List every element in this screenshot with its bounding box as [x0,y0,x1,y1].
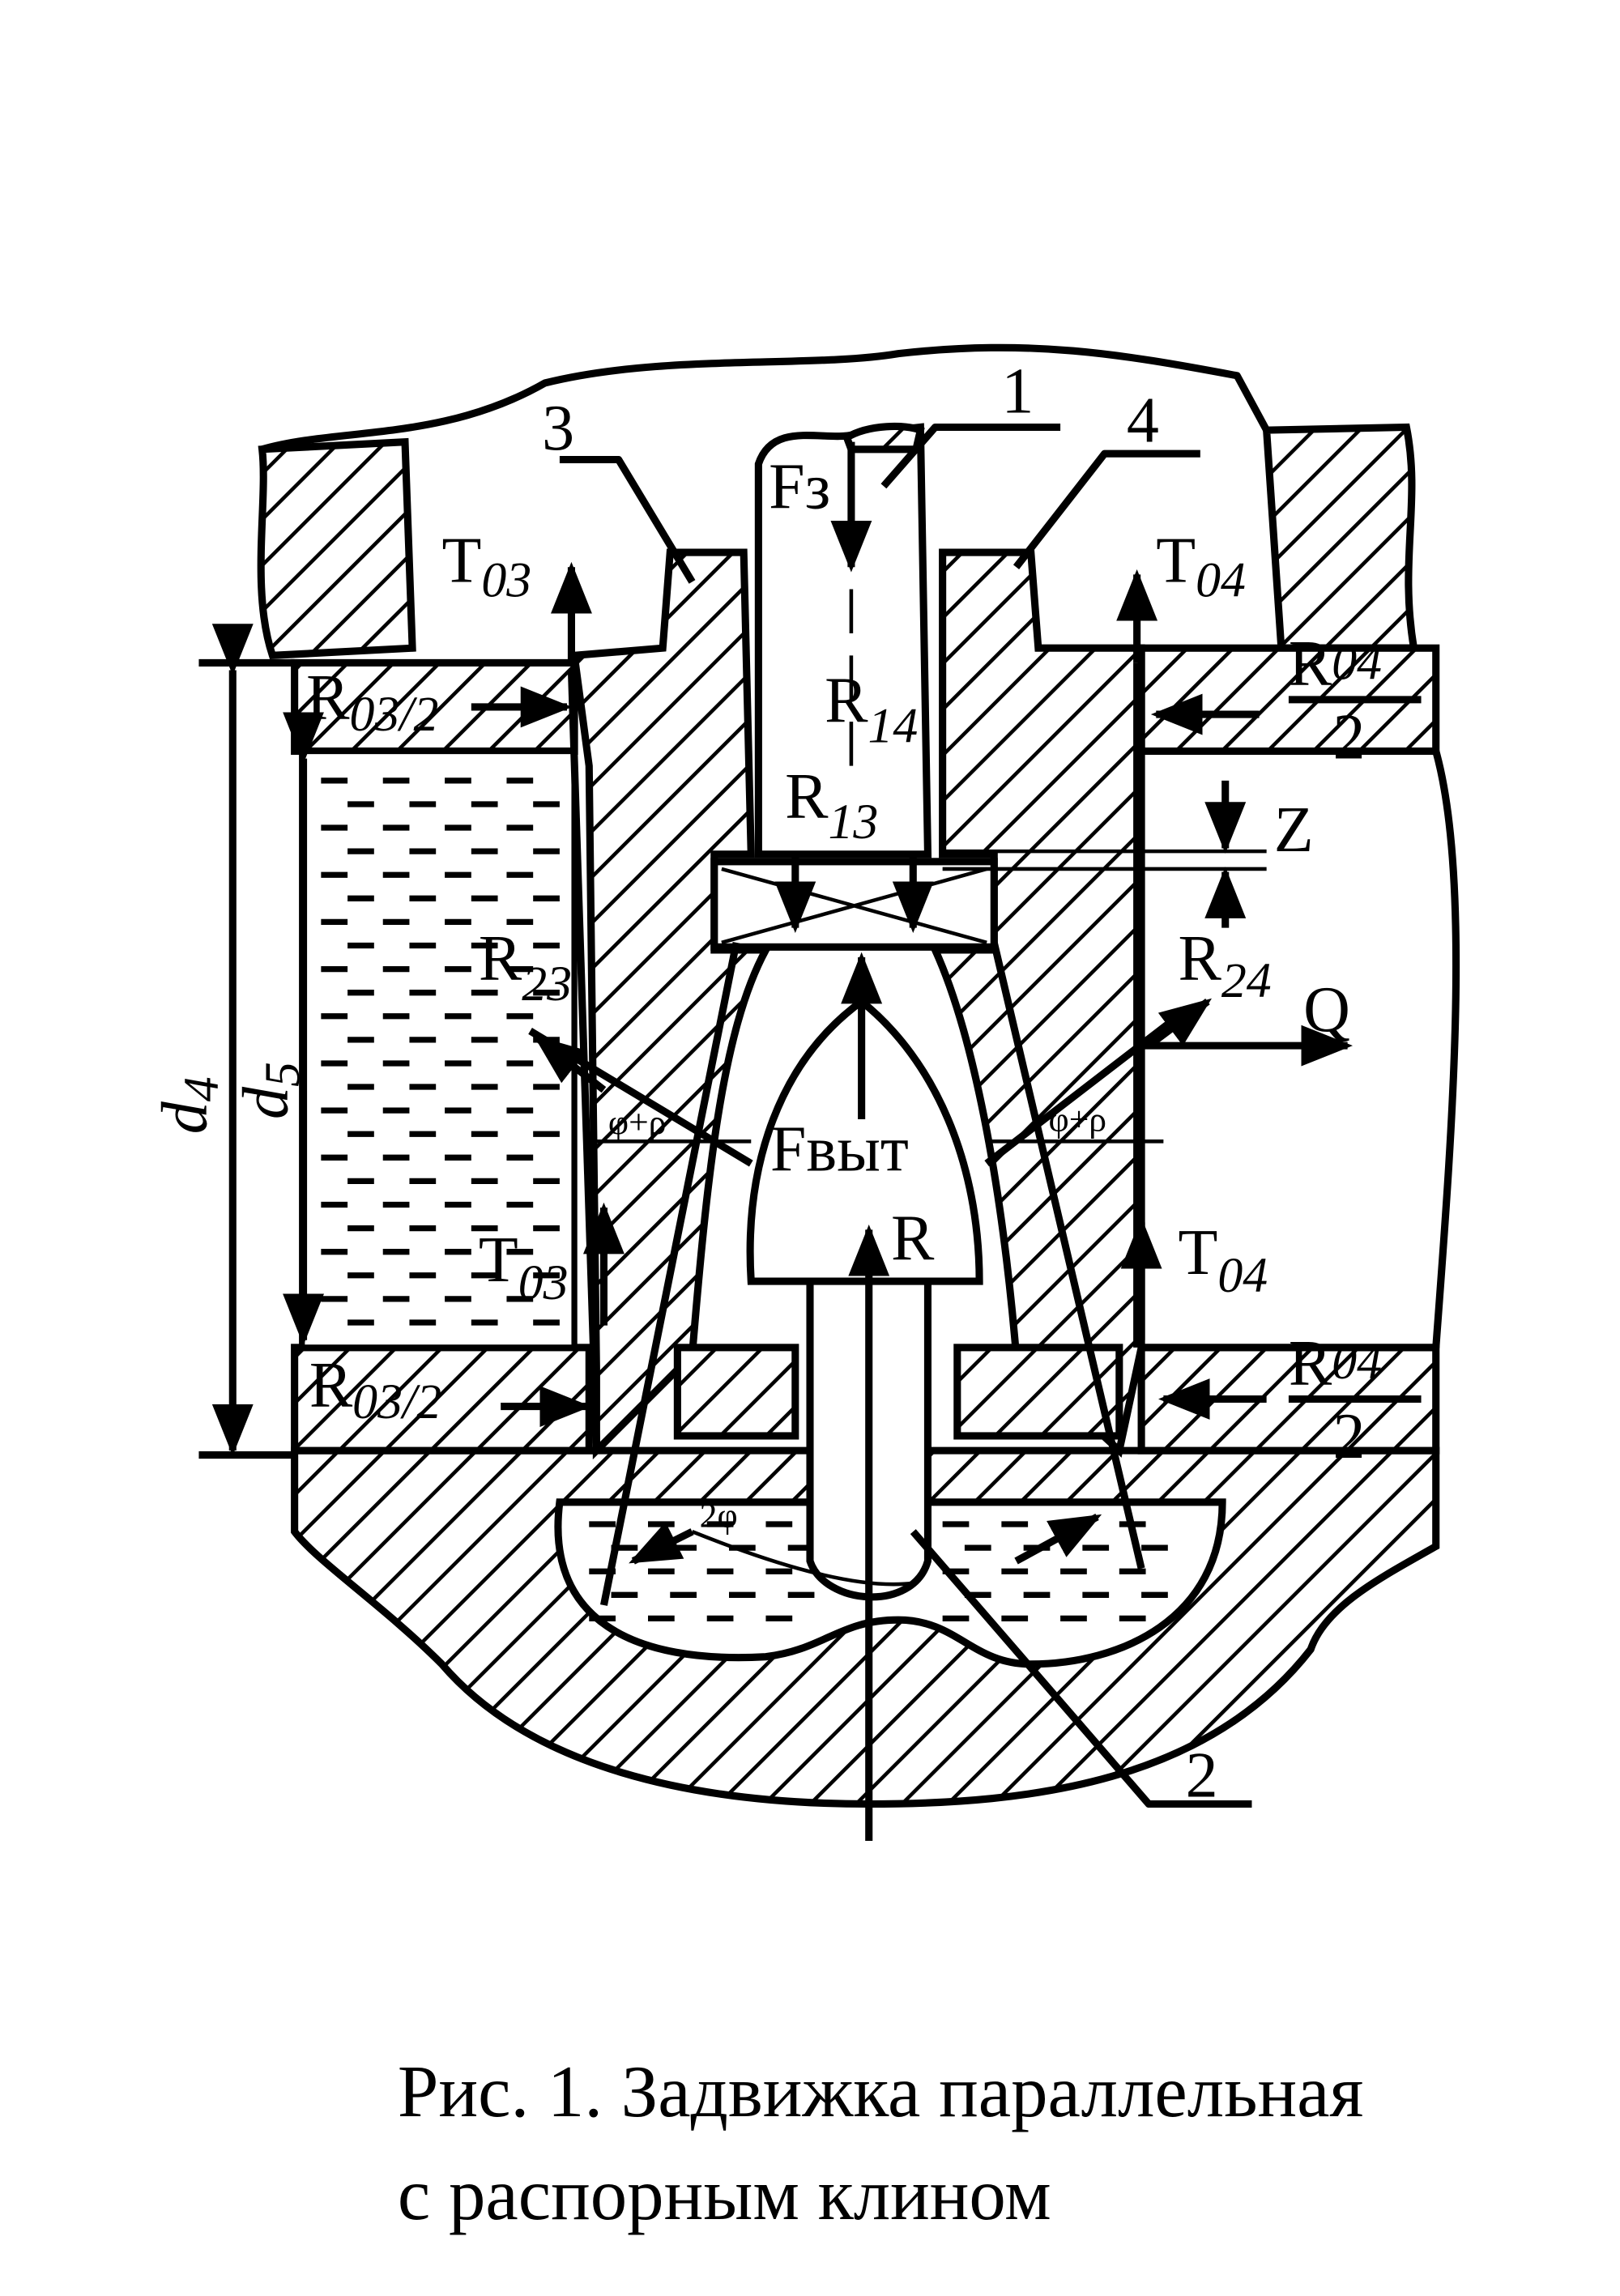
label-Fz: Fз [769,452,830,523]
label-Z: Z [1274,794,1314,866]
label-angle-left: φ+ρ [608,1103,667,1142]
svg-text:2: 2 [1332,702,1365,773]
label-d5: d5 [231,1062,311,1119]
angle-2phi-arrow-right [1014,1513,1102,1565]
housing-outline [261,343,1270,454]
label-R04-bottom: R04 2 [1288,1327,1422,1472]
svg-text:R04: R04 [1289,1327,1382,1399]
right-flow-area [1141,747,1460,1352]
label-R03-top: R03/2 [306,662,438,743]
svg-text:2: 2 [1332,1401,1365,1472]
part-label-2: 2 [1186,1740,1218,1811]
label-R14: R14 [825,665,918,753]
arrow-R24 [1146,998,1212,1049]
wedge-angle-lines [599,941,1145,1606]
arrow-R23 [533,1035,607,1093]
label-R: R [891,1203,935,1274]
label-T04-bottom: T04 [1179,1217,1268,1303]
label-T03-bottom: T03 [479,1225,569,1310]
part-label-4: 4 [1127,386,1159,457]
label-angle-2phi: 2φ [700,1497,738,1536]
label-angle-right: φ+ρ [1049,1101,1107,1139]
label-R13: R13 [785,760,878,849]
label-T04-top: T04 [1156,525,1246,607]
disc-lip-left [673,1344,799,1440]
label-R03-bottom: R03/2 [309,1350,441,1430]
leader-3 [559,455,696,584]
label-Fvyt: Fвыт [770,1114,909,1186]
angle-2phi-arrow-left [629,1522,694,1565]
svg-text:R04: R04 [1289,628,1382,700]
label-R24: R24 [1179,922,1272,1008]
caption-line-1: Рис. 1. Задвижка параллельная [398,2051,1363,2132]
leader-4 [1013,449,1200,570]
part-label-3: 3 [542,393,574,464]
housing-left-top [257,437,416,660]
label-R23: R23 [479,922,572,1011]
label-Q: Q [1303,974,1350,1046]
gate-disc-4 [929,548,1145,1458]
label-R04-top: R04 2 [1288,628,1422,773]
housing-right-top [1262,423,1418,652]
label-T03-top: T03 [441,525,531,607]
liquid-region [299,748,578,1351]
angle-2phi-arc [691,1530,914,1587]
stem-top-hatch [842,422,925,454]
caption-line-2: с распорным клином [398,2153,1051,2235]
box-cross [721,867,987,945]
label-d4: d4 [150,1076,230,1134]
part-label-1: 1 [1001,356,1034,427]
leader-2 [910,1529,1252,1808]
leader-1 [880,423,1061,489]
